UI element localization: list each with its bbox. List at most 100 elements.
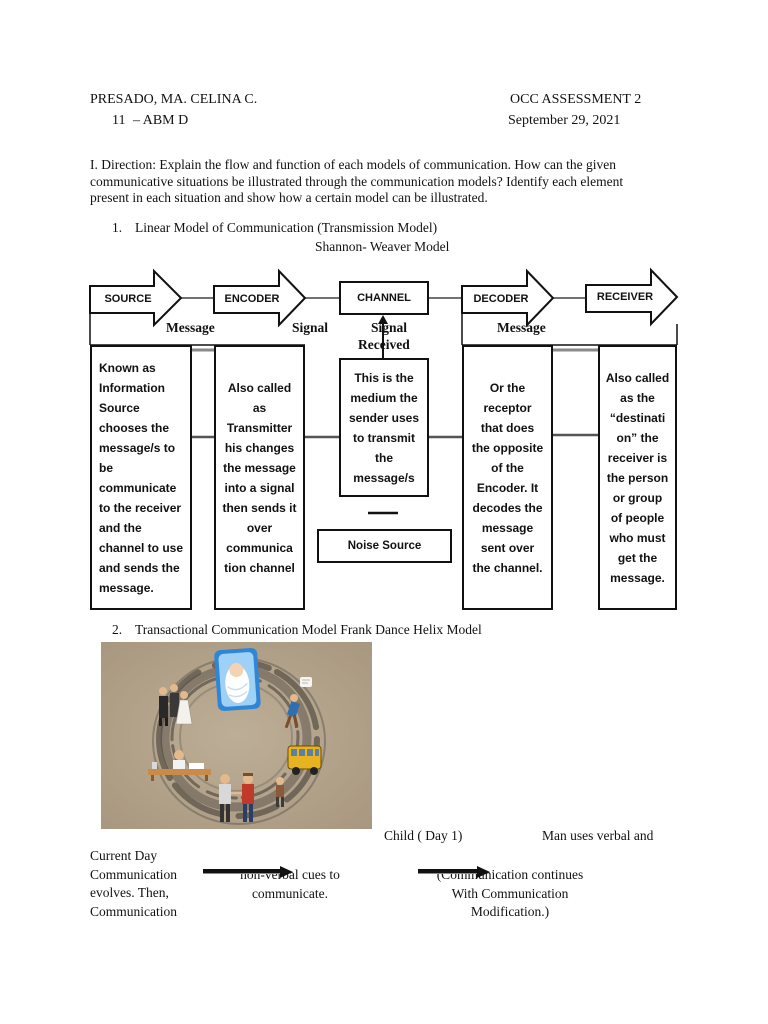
receiver-description-line: “destinati — [609, 410, 666, 425]
channel-box: CHANNEL — [339, 281, 429, 315]
communication-continues-note-line: Modification.) — [470, 904, 550, 919]
source-label: SOURCE — [104, 293, 152, 305]
signal-received-label-line-2: Received — [358, 337, 410, 352]
decoder-description-line: of the — [491, 460, 524, 475]
decoder-description-line: receptor — [483, 400, 532, 415]
encoder-description-line: communica — [226, 540, 293, 555]
message-flow-label: Message — [166, 320, 215, 335]
source-description-line: be — [99, 460, 114, 475]
submission-date: September 29, 2021 — [508, 113, 621, 128]
decoder-arrow — [461, 268, 555, 328]
source-description-line: message/s to — [99, 440, 176, 455]
encoder-description-line: Transmitter — [226, 420, 293, 435]
direction-line: present in each situation and show how a… — [90, 190, 488, 205]
child-day-1-note: Child ( Day 1) — [384, 828, 463, 843]
encoder-arrow — [213, 268, 307, 328]
paper-note — [300, 677, 312, 687]
non-verbal-note-line: communicate. — [251, 885, 329, 901]
source-description-line: message. — [99, 580, 154, 595]
receiver-description-line: get the — [617, 550, 658, 565]
encoder-description-line: tion channel — [224, 560, 295, 575]
current-day-note-line: Communication — [90, 866, 177, 882]
decoder-description-line: decodes the — [472, 500, 543, 515]
source-description-line: communicate — [99, 480, 177, 495]
receiver-description-line: the person — [606, 470, 669, 485]
source-description-line: to the receiver — [99, 500, 182, 515]
climbing-person — [284, 694, 300, 729]
flow-arrow-1 — [203, 866, 293, 878]
decoder-description-line: the channel. — [472, 560, 543, 575]
source-description-line: channel to use — [99, 540, 184, 555]
receiver-description-box: Also called as the “destinati on” the receiv… — [598, 345, 677, 610]
decoder-description-line: Or the — [489, 380, 526, 395]
receiver-description-line: or group — [612, 490, 663, 505]
student-name: PRESADO, MA. CELINA C. — [90, 92, 258, 107]
noise-source-label: Noise Source — [347, 540, 422, 552]
decoder-description-line: the opposite — [471, 440, 544, 455]
source-description-line: Information — [99, 380, 165, 395]
encoder-description-line: the message — [223, 460, 296, 475]
receiver-description-line: Also called — [605, 370, 670, 385]
communication-continues-note-line: With Communication — [451, 885, 569, 901]
signal-flow-label: Signal — [292, 320, 329, 335]
box-middle-connectors — [192, 433, 598, 439]
receiver-description-line: message. — [610, 570, 665, 585]
grade-level: 11 — [112, 113, 126, 128]
source-description-line: Known as — [99, 360, 156, 375]
school-bus — [287, 745, 322, 775]
channel-description-line: the — [375, 450, 393, 465]
direction-line: I. Direction: Explain the flow and funct… — [90, 157, 616, 172]
channel-description-box: This is the medium the sender uses to trans… — [339, 358, 429, 497]
receiver-description-line: on” the — [616, 430, 659, 445]
current-day-note-line: Communication — [90, 903, 177, 919]
wedding-couple — [159, 684, 193, 726]
assessment-title: OCC ASSESSMENT 2 — [510, 92, 642, 107]
encoder-description-line: Also called — [227, 380, 292, 395]
channel-description-line: to transmit — [352, 430, 415, 445]
receiver-arrow — [585, 267, 679, 327]
receiver-description-line: of people — [610, 510, 665, 525]
decoder-description-line: that does — [480, 420, 535, 435]
encoder-label: ENCODER — [224, 293, 280, 305]
flow-arrow-2 — [418, 866, 490, 878]
decoder-description-line: Encoder. It — [476, 480, 539, 495]
direction-line: communicative situations be illustrated … — [90, 173, 624, 189]
receiver-description-line: as the — [620, 390, 655, 405]
baby-card — [214, 647, 261, 711]
item-1-subtitle: Shannon- Weaver Model — [315, 239, 450, 254]
helix-model-image — [101, 642, 372, 829]
receiver-description-line: receiver is — [607, 450, 668, 465]
signal-up-arrow — [378, 315, 388, 358]
current-day-note-line: evolves. Then, — [90, 885, 169, 900]
encoder-description-line: over — [246, 520, 273, 535]
encoder-description-line: as — [252, 400, 267, 415]
channel-description-line: medium the — [350, 390, 418, 405]
decoder-description-line: message — [481, 520, 534, 535]
channel-description-line: sender uses — [348, 410, 420, 425]
message-received-flow-label: Message — [497, 320, 546, 335]
encoder-description-line: his changes — [224, 440, 295, 455]
receiver-label: RECEIVER — [596, 291, 654, 303]
decoder-description-box: Or the receptor that does the opposite of th… — [462, 345, 553, 610]
encoder-description-line: into a signal — [224, 480, 295, 495]
handshake-people — [219, 773, 254, 822]
man-uses-note: Man uses verbal and — [542, 828, 654, 843]
linear-model-diagram — [89, 267, 679, 515]
channel-description-line: message/s — [353, 470, 415, 485]
item-2-title: Transactional Communication Model Frank … — [135, 622, 482, 637]
source-description-line: Source — [99, 400, 140, 415]
noise-source-box: Noise Source — [317, 529, 452, 563]
source-description-line: and sends the — [99, 560, 180, 575]
item-2-number: 2. — [112, 622, 123, 637]
channel-label: CHANNEL — [357, 292, 411, 304]
source-description-line: and the — [99, 520, 142, 535]
walking-person — [276, 777, 284, 807]
channel-description-line: This is the — [354, 370, 414, 385]
decoder-description-line: sent over — [480, 540, 535, 555]
desk-worker — [148, 750, 211, 781]
item-1-number: 1. — [112, 220, 123, 235]
source-description-line: chooses the — [99, 420, 170, 435]
